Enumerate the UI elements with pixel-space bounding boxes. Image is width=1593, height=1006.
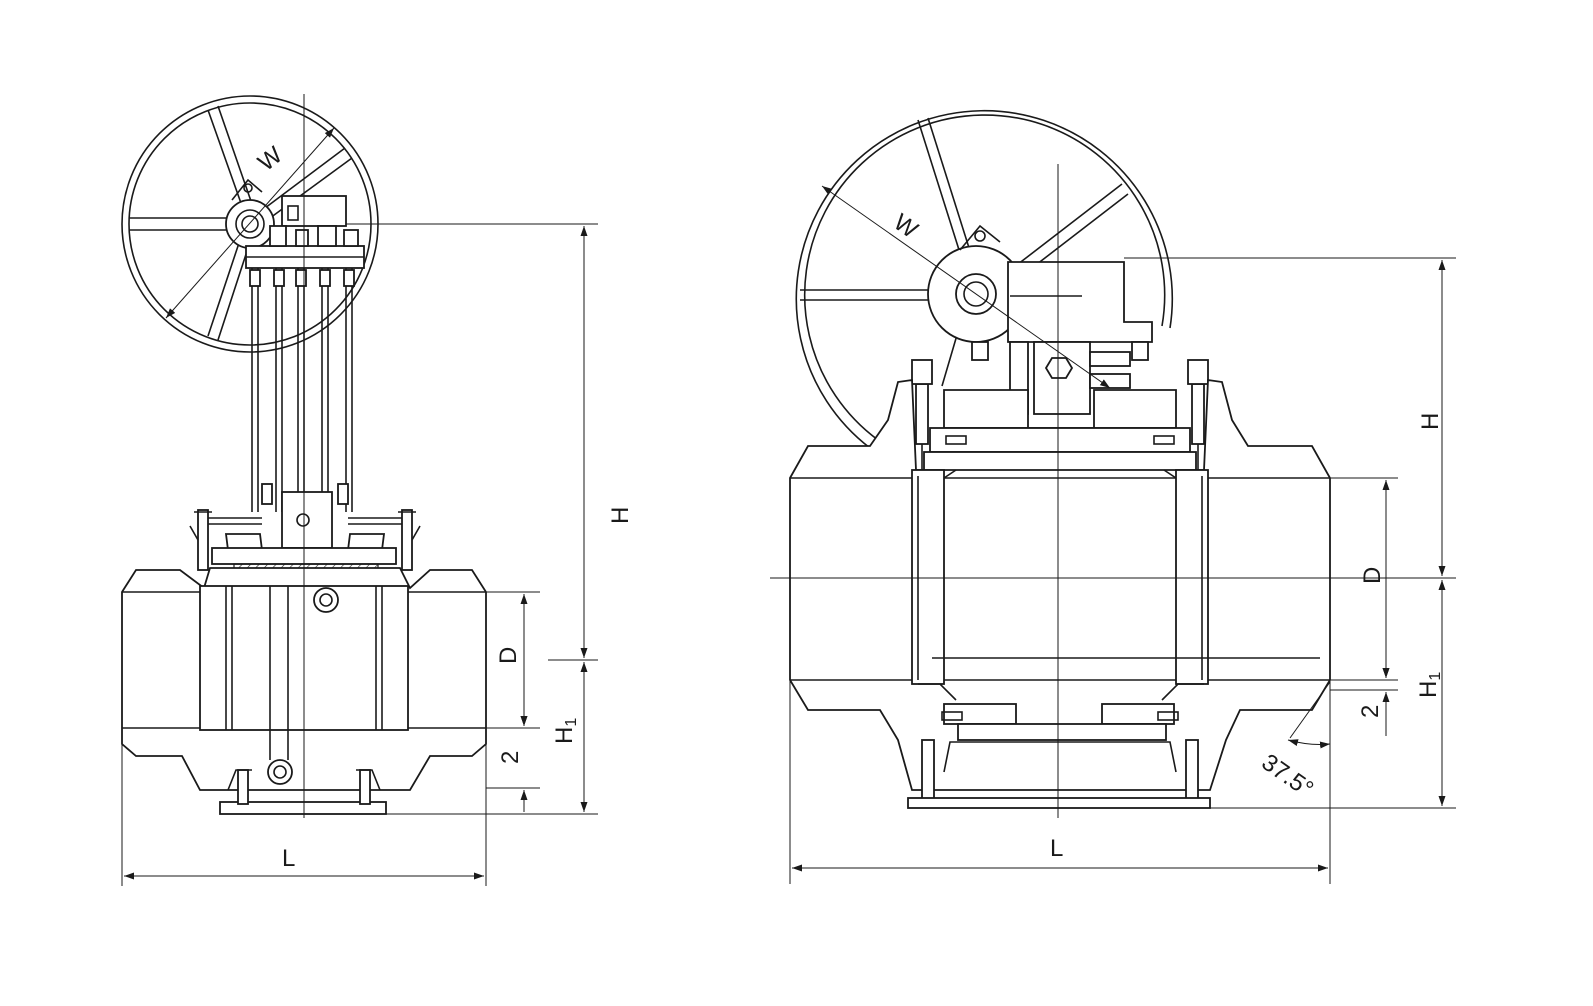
dim-w-side [165, 127, 335, 319]
front-view: W H D H1 2 37.5° L [770, 109, 1456, 884]
bonnet-side [200, 491, 408, 565]
bonnet-front [923, 389, 1197, 473]
vent-valves-side [189, 509, 421, 571]
label-h1-front: H1 [1415, 672, 1444, 698]
dim-w-front [821, 185, 1111, 389]
label-l-front: L [1050, 835, 1063, 862]
base-front [907, 739, 1211, 809]
base-side [219, 769, 387, 815]
label-gap-side: 2 [497, 751, 524, 764]
stem-extension-side [249, 268, 355, 512]
label-l-side: L [282, 845, 295, 872]
label-d-side: D [495, 647, 522, 664]
label-w-front: W [889, 209, 923, 244]
vent-valves-front [911, 359, 1209, 472]
label-h-side: H [607, 507, 634, 524]
label-h-front: H [1417, 413, 1444, 430]
label-h1-side: H1 [551, 718, 580, 744]
angle-leg-front [1289, 681, 1331, 739]
side-view: W H D H1 2 L [121, 94, 634, 886]
label-angle-front: 37.5° [1257, 749, 1319, 803]
label-w-side: W [253, 141, 288, 176]
angle-arc-front [1287, 739, 1331, 749]
label-gap-front: 2 [1357, 705, 1384, 718]
label-d-front: D [1359, 567, 1386, 584]
